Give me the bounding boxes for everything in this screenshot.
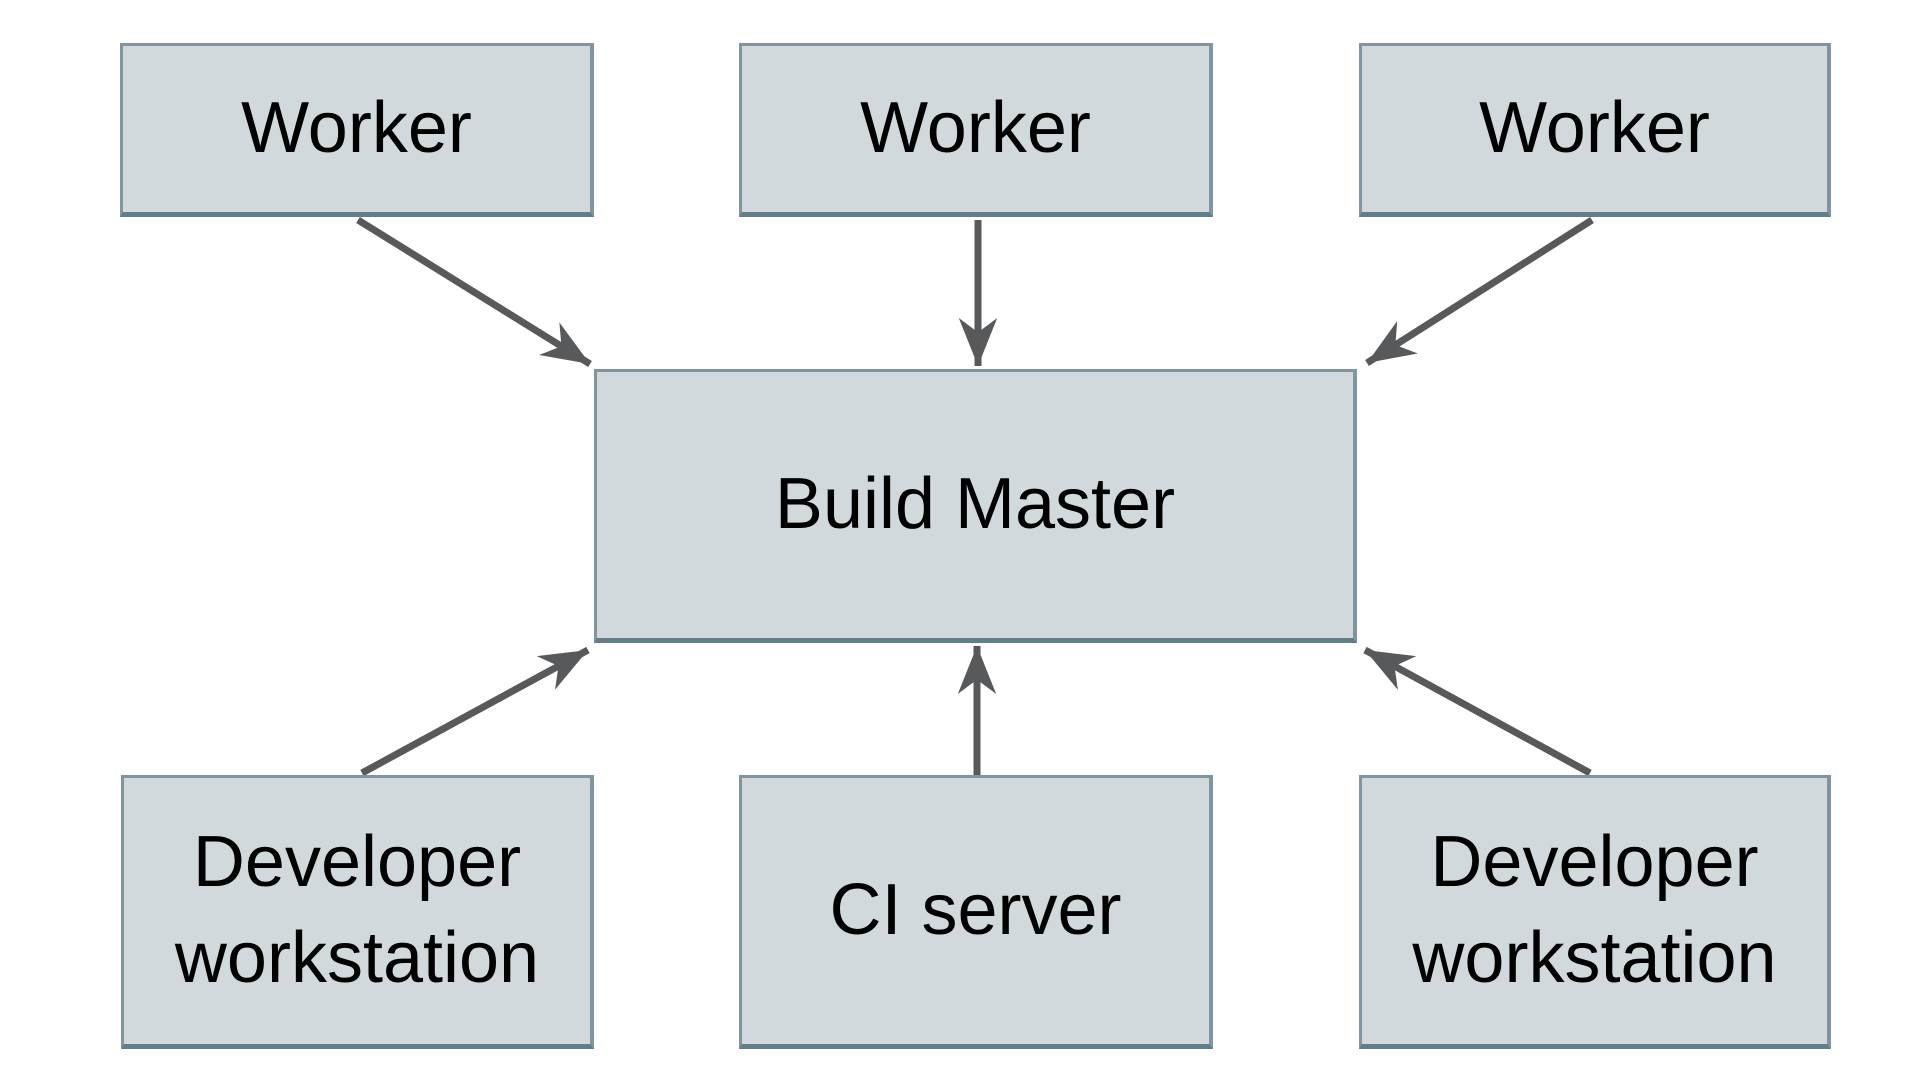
node-label: Worker [1479,88,1710,169]
node-build-master: Build Master [594,369,1357,643]
node-label: Worker [241,88,472,169]
arrow-developer-workstation-right-to-build-master [1363,646,1592,777]
node-label: CI server [829,870,1122,951]
node-worker-3: Worker [1359,43,1831,217]
arrow-worker-3-to-build-master [1365,217,1594,366]
node-developer-workstation-left: Developer workstation [121,775,594,1049]
node-worker-2: Worker [739,43,1213,217]
node-worker-1: Worker [120,43,594,217]
node-label: Build Master [774,464,1176,545]
node-label: Developer workstation [1412,822,1777,998]
node-developer-workstation-right: Developer workstation [1359,775,1831,1049]
node-ci-server: CI server [739,775,1213,1049]
arrow-developer-workstation-left-to-build-master [360,646,590,777]
arrow-worker-1-to-build-master [356,217,592,367]
node-label: Developer workstation [174,822,540,998]
node-label: Worker [860,88,1091,169]
